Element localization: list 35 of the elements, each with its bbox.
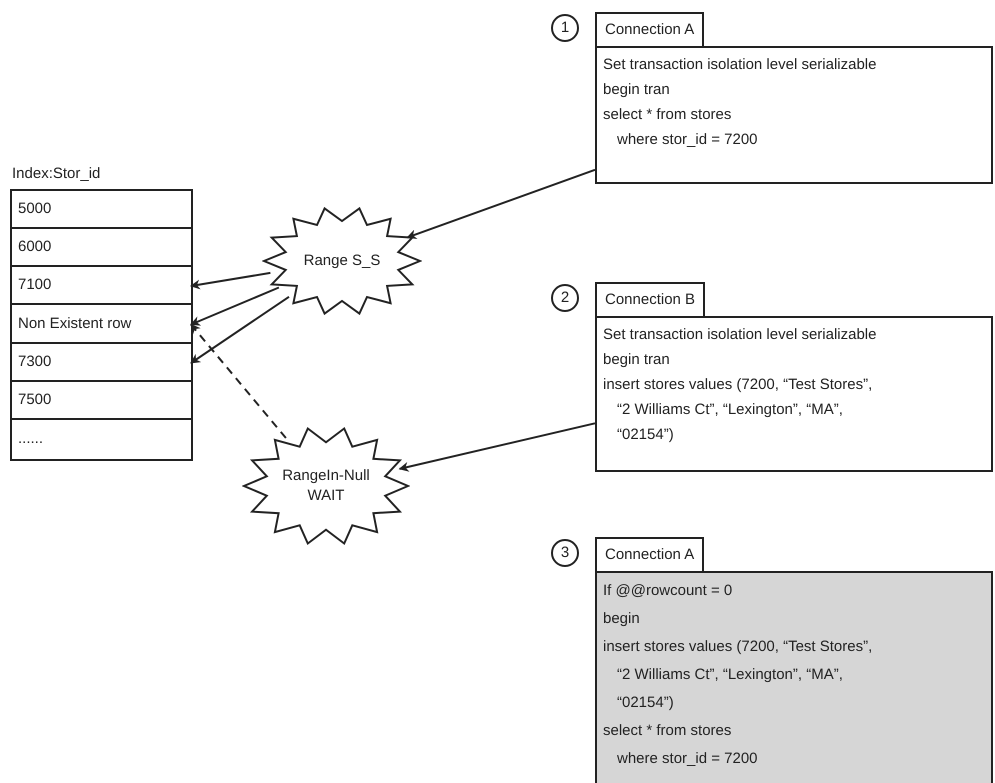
arrow	[190, 296, 290, 364]
code-line: begin tran	[603, 350, 670, 370]
code-line: “2 Williams Ct”, “Lexington”, “MA”,	[616, 400, 843, 420]
dashed-arrow	[190, 324, 287, 439]
code-line: “02154”)	[616, 425, 674, 445]
table-row: 7100	[12, 267, 191, 305]
table-row: 7300	[12, 344, 191, 382]
starburst-label: RangeIn-Null WAIT	[281, 466, 371, 506]
table-row: 5000	[12, 191, 191, 229]
code-line: Set transaction isolation level serializable	[603, 325, 876, 345]
code-line: “2 Williams Ct”, “Lexington”, “MA”,	[616, 665, 843, 685]
code-line: where stor_id = 7200	[616, 130, 758, 150]
step-number: 3	[551, 539, 579, 567]
code-line: where stor_id = 7200	[616, 749, 758, 769]
arrow	[190, 286, 280, 326]
code-line: select * from stores	[603, 105, 732, 125]
code-line: insert stores values (7200, “Test Stores”,	[603, 375, 872, 395]
starburst-label: Range S_S	[302, 251, 382, 271]
table-row: 6000	[12, 229, 191, 267]
table-row: 7500	[12, 382, 191, 420]
arrow	[398, 422, 596, 472]
code-line: begin	[603, 609, 640, 629]
code-line: “02154”)	[616, 693, 674, 713]
table-title: Index:Stor_id	[12, 165, 100, 182]
table-row: ......	[12, 420, 191, 459]
arrow	[406, 168, 596, 240]
code-line: insert stores values (7200, “Test Stores”,	[603, 637, 872, 657]
step-number: 2	[551, 284, 579, 312]
step-number: 1	[551, 14, 579, 42]
code-line: begin tran	[603, 80, 670, 100]
code-line: If @@rowcount = 0	[603, 581, 732, 601]
table-row: Non Existent row	[12, 305, 191, 344]
code-line: Set transaction isolation level serializable	[603, 55, 876, 75]
code-line: select * from stores	[603, 721, 732, 741]
arrow	[190, 272, 271, 290]
